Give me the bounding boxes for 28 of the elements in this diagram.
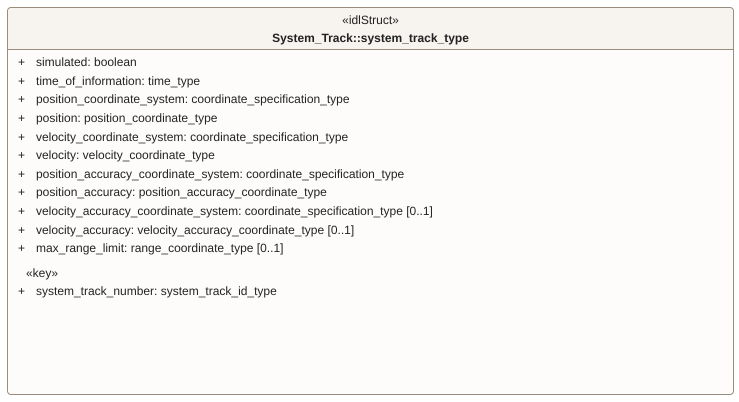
visibility-marker: + (17, 184, 26, 202)
attribute-text: velocity_accuracy: velocity_accuracy_coordinate_type [0..1] (36, 222, 354, 239)
visibility-marker: + (17, 54, 26, 72)
class-box (7, 7, 734, 395)
attribute-text: time_of_information: time_type (36, 72, 200, 90)
attribute-text: position_coordinate_system: coordinate_specification_type (36, 91, 350, 108)
visibility-marker: + (17, 166, 26, 183)
attribute-text: max_range_limit: range_coordinate_type [0..1] (36, 240, 284, 258)
visibility-marker: + (17, 72, 26, 90)
attribute-text: position: position_coordinate_type (36, 110, 218, 128)
visibility-marker: + (17, 203, 26, 220)
visibility-marker: + (17, 222, 26, 239)
visibility-marker: + (17, 282, 26, 300)
visibility-marker: + (17, 110, 26, 128)
class-name: System_Track::system_track_type (272, 30, 469, 46)
visibility-marker: + (17, 128, 26, 146)
attribute-text: position_accuracy_coordinate_system: coordinate_specification_type (36, 166, 404, 183)
attribute-text: simulated: boolean (36, 54, 137, 72)
visibility-marker: + (17, 240, 26, 258)
visibility-marker: + (17, 91, 26, 108)
visibility-marker: + (17, 147, 26, 164)
attribute-text: velocity_accuracy_coordinate_system: coordinate_specification_type [0..1] (36, 203, 433, 220)
attribute-text: velocity: velocity_coordinate_type (36, 147, 215, 164)
attribute-text: system_track_number: system_track_id_type (36, 282, 277, 300)
attribute-text: velocity_coordinate_system: coordinate_specification_type (36, 128, 348, 146)
stereotype-text: «key» (26, 266, 58, 280)
attribute-text: position_accuracy: position_accuracy_coordinate_type (36, 184, 327, 202)
stereotype-text: «idlStruct» (342, 12, 399, 28)
